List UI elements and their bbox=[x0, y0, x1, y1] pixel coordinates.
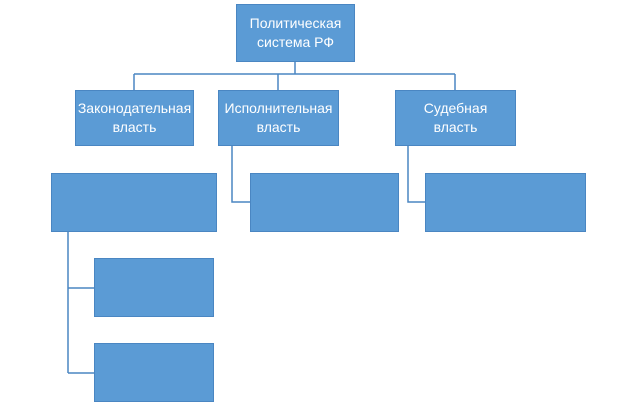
node-legislative-power: Законодательная власть bbox=[75, 90, 194, 146]
node-legislative-child-3 bbox=[94, 343, 214, 402]
connector-executive-child bbox=[231, 146, 250, 203]
node-executive-power: Исполнительная власть bbox=[218, 90, 339, 146]
node-political-system: Политическая система РФ bbox=[236, 4, 355, 62]
node-judicial-power: Судебная власть bbox=[395, 90, 516, 146]
node-executive-child-1 bbox=[250, 173, 399, 232]
connector-judicial-child bbox=[407, 146, 425, 203]
node-judicial-child-1 bbox=[425, 173, 586, 232]
node-legislative-child-2 bbox=[94, 258, 214, 317]
node-legislative-child-1 bbox=[51, 173, 217, 232]
